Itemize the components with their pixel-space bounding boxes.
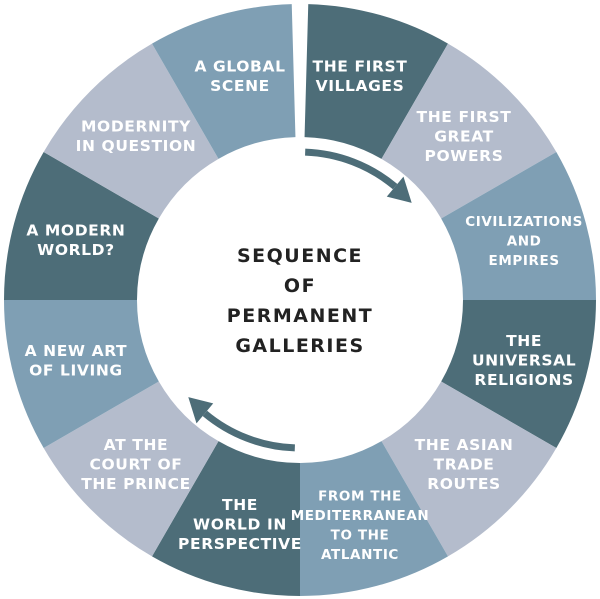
segment-label-line: AND	[507, 234, 542, 250]
segment-modernity-in-question	[43, 43, 219, 219]
segment-the-universal-religions	[441, 300, 596, 448]
segment-the-first-great-powers	[381, 43, 557, 219]
segment-label-line: UNIVERSAL	[472, 352, 576, 370]
segment-civilizations-and-empires	[441, 152, 596, 300]
segment-label-line: THE FIRST	[417, 108, 512, 126]
segment-label-line: THE FIRST	[313, 58, 408, 76]
segment-label-line: THE	[506, 332, 542, 350]
segment-label-line: RELIGIONS	[474, 371, 573, 389]
segment-the-first-villages	[304, 4, 448, 159]
segment-label-line: A NEW ART	[25, 342, 128, 360]
segment-from-the-mediterranean-to-the-atlantic	[300, 441, 448, 596]
segment-at-the-court-of-the-prince	[43, 381, 219, 557]
segment-label-line: A GLOBAL	[194, 58, 285, 76]
segment-label-line: ATLANTIC	[321, 547, 399, 563]
segment-label-civilizations-and-empires: CIVILIZATIONS AND EMPIRES	[465, 214, 583, 269]
center-title-line-4: GALLERIES	[235, 335, 364, 357]
segment-label-from-the-mediterranean-to-the-atlantic: FROM THE MEDITERRANEAN TO THE ATLANTIC	[291, 488, 430, 563]
segment-label-line: CIVILIZATIONS	[465, 214, 583, 230]
segment-label-line: IN QUESTION	[76, 137, 197, 155]
segment-label-line: MODERNITY	[81, 118, 191, 136]
segment-label-line: AT THE	[104, 436, 169, 454]
center-title-line-2: OF	[284, 275, 316, 297]
arrowhead-bottom	[188, 397, 214, 424]
segment-label-line: PERSPECTIVE	[178, 535, 302, 553]
center-title-line-1: SEQUENCE	[237, 245, 363, 267]
segment-the-asian-trade-routes	[381, 381, 557, 557]
segment-label-line: ROUTES	[427, 475, 501, 493]
segment-label-line: FROM THE	[318, 488, 402, 504]
segment-label-line: TRADE	[434, 456, 495, 474]
arrowhead-top	[386, 176, 412, 203]
segment-label-line: THE PRINCE	[81, 475, 191, 493]
segment-a-global-scene	[152, 4, 296, 159]
segment-label-line: WORLD IN	[193, 516, 287, 534]
segment-label-line: THE ASIAN	[415, 436, 514, 454]
segment-the-world-in-perspective	[152, 441, 300, 596]
segment-label-line: EMPIRES	[489, 253, 560, 269]
segment-label-line: TO THE	[331, 527, 390, 543]
segment-a-modern-world	[4, 152, 159, 300]
clockwise-arrow-top	[305, 148, 398, 190]
segment-label-line: MEDITERRANEAN	[291, 508, 430, 524]
segment-label-line: GREAT	[434, 128, 494, 146]
segment-label-line: A MODERN	[26, 222, 125, 240]
center-title-line-3: PERMANENT	[227, 305, 373, 327]
segment-label-line: COURT OF	[90, 456, 183, 474]
segment-label-line: SCENE	[210, 77, 270, 95]
segment-label-line: OF LIVING	[29, 361, 123, 379]
segment-a-new-art-of-living	[4, 300, 159, 448]
segment-label-line: POWERS	[425, 147, 504, 165]
clockwise-arrow-bottom	[202, 410, 295, 452]
segment-label-line: WORLD?	[37, 241, 115, 259]
segment-label-line: THE	[222, 496, 258, 514]
segment-label-line: VILLAGES	[316, 77, 405, 95]
